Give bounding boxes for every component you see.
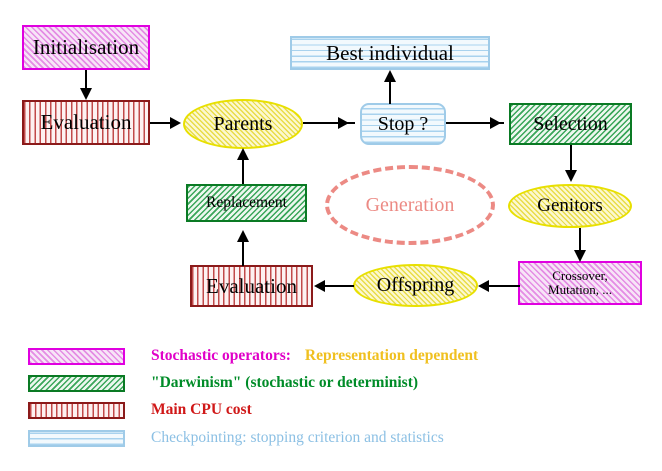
arrow-parents-to-stop-line [303,122,355,124]
arrow-replacement-to-parents-line [242,152,244,184]
node-replacement: Replacement [186,184,307,222]
arrow-stop-to-selection-head [490,117,501,129]
arrow-eval-to-replacement-line [242,234,244,266]
arrow-stop-to-selection-line [446,122,504,124]
node-initialisation: Initialisation [22,25,150,70]
legend-label-main-cpu-cost: Main CPU cost [151,401,252,418]
arrow-stop-to-best-line [389,72,391,104]
arrow-eval-to-parents-line [150,122,177,124]
legend-row-cpu-cost: Main CPU cost [28,401,252,419]
node-parents: Parents [183,99,303,149]
node-generation: Generation [325,165,495,245]
crossover-label-line2: Mutation, ... [548,282,612,297]
legend-swatch-red-vertical-lines-icon [28,401,125,419]
legend-swatch-magenta-diagonal-hatch-icon [28,347,125,365]
legend-swatch-green-diagonal-hatch-icon [28,374,125,392]
node-evaluation-bottom: Evaluation [190,265,313,307]
arrow-offspring-to-eval-head [314,280,325,292]
arrow-offspring-to-eval-line [320,285,354,287]
arrow-init-to-eval-line [85,70,87,94]
node-best-individual: Best individual [290,36,490,70]
arrow-genitors-to-crossover-head [574,250,586,262]
legend-row-stochastic: Stochastic operators: Representation dep… [28,347,478,365]
legend-swatch-blue-horizontal-lines-icon [28,429,125,447]
arrow-stop-to-best-head [384,70,396,82]
crossover-label-line1: Crossover, [552,268,608,284]
legend-label-checkpointing: Checkpointing: stopping criterion and st… [151,429,444,446]
legend-label-darwinism: "Darwinism" (stochastic or determinist) [151,374,419,391]
legend-label-stochastic-operators: Stochastic operators: [151,347,291,364]
arrow-eval-to-replacement-head [237,230,249,242]
node-stop: Stop ? [360,103,446,145]
legend-row-darwinism: "Darwinism" (stochastic or determinist) [28,374,418,392]
legend-label-representation-dependent: Representation dependent [304,347,479,364]
arrow-crossover-to-offspring-line [484,285,520,287]
arrow-crossover-to-offspring-head [478,280,489,292]
arrow-eval-to-parents-head [170,117,181,129]
node-crossover-mutation: Crossover, Mutation, ... [518,261,642,305]
arrow-replacement-to-parents-head [237,148,249,160]
node-offspring: Offspring [353,264,478,307]
arrow-init-to-eval-head [80,88,92,100]
node-evaluation-top: Evaluation [22,100,150,145]
arrow-selection-to-genitors-head [565,170,577,182]
legend-row-checkpointing: Checkpointing: stopping criterion and st… [28,429,444,447]
arrow-genitors-to-crossover-line [579,228,581,258]
node-selection: Selection [509,103,632,145]
arrow-parents-to-stop-head [338,117,349,129]
arrow-selection-to-genitors-line [570,145,572,177]
node-genitors: Genitors [508,184,632,228]
